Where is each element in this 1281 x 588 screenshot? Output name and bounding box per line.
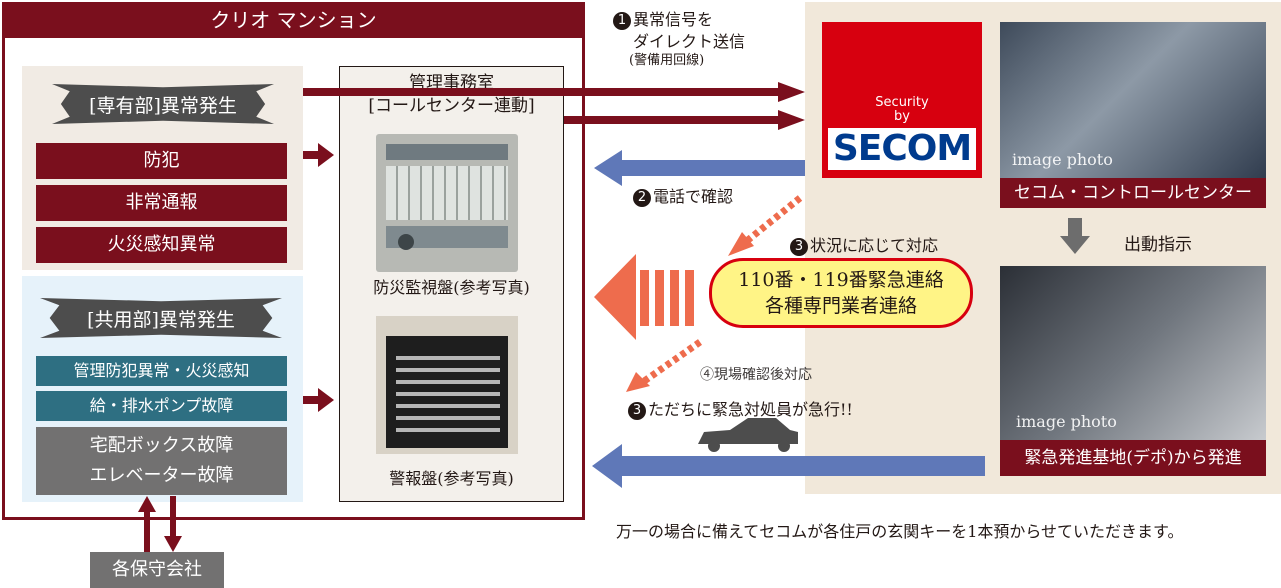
by-text: by xyxy=(894,109,910,124)
private-to-office-arrow xyxy=(303,143,334,167)
step1-number: 1 xyxy=(613,12,631,30)
mansion-title: クリオ マンション xyxy=(2,2,585,38)
dashed-arrowhead-1 xyxy=(728,232,754,256)
elevator-failure: エレベーター故障 xyxy=(89,465,234,486)
step2-text: 電話で確認 xyxy=(653,187,734,206)
secom-logo-text: SECOM xyxy=(828,128,976,170)
common-alert-burst xyxy=(40,298,282,338)
category-management-security: 管理防犯異常・火災感知 xyxy=(36,356,287,386)
step3b-text: ただちに緊急対処員が急行!! xyxy=(648,400,853,419)
emergency-line2: 各種専門業者連絡 xyxy=(764,295,917,317)
image-photo-label-2: image photo xyxy=(1016,412,1117,431)
signal-arrow-lower xyxy=(564,110,805,130)
down-arrow xyxy=(1060,218,1090,254)
common-to-office-arrow xyxy=(303,388,334,412)
footer-note: 万一の場合に備えてセコムが各住戸の玄関キーを1本預からせていただきます。 xyxy=(616,522,1184,541)
emergency-contact-box: 110番・119番緊急連絡 各種専門業者連絡 xyxy=(709,258,973,328)
signal-arrow-upper xyxy=(303,82,805,102)
office-title-line2: [コールセンター連動] xyxy=(368,96,535,116)
security-guard-photo xyxy=(1000,266,1266,444)
step3b-number: 3 xyxy=(628,402,646,420)
category-crime-prevention: 防犯 xyxy=(36,143,287,179)
phone-confirm-arrow xyxy=(594,150,805,186)
dashed-orange-arrows xyxy=(637,195,803,387)
maroon-arrows xyxy=(303,82,805,412)
dispatch-return-arrow xyxy=(592,444,985,488)
security-text: Security xyxy=(875,95,929,110)
category-equipment-failure: 宅配ボックス故障 エレベーター故障 xyxy=(36,427,287,495)
private-alert-heading: [専有部]異常発生 xyxy=(89,95,237,117)
delivery-box-failure: 宅配ボックス故障 xyxy=(89,435,234,456)
emergency-line1: 110番・119番緊急連絡 xyxy=(738,269,944,291)
car-icon xyxy=(698,418,798,452)
step1-line1: 異常信号を xyxy=(633,10,714,29)
private-alert-burst xyxy=(52,84,274,124)
control-center-operator-photo xyxy=(1000,22,1266,182)
maintenance-arrows xyxy=(138,496,182,552)
orange-response-arrow xyxy=(594,254,694,340)
step2-number: 2 xyxy=(633,189,651,207)
control-center-caption: セコム・コントロールセンター xyxy=(1000,178,1266,208)
category-emergency-call: 非常通報 xyxy=(36,185,287,221)
step3a-text: 状況に応じて対応 xyxy=(810,236,939,255)
step4-label: ④現場確認後対応 xyxy=(700,367,812,383)
alarm-panel-photo xyxy=(376,316,518,454)
category-pump-failure: 給・排水ポンプ故障 xyxy=(36,391,287,421)
maintenance-company-box: 各保守会社 xyxy=(90,552,224,588)
step1-line3: (警備用回線) xyxy=(629,53,705,68)
secom-logo-tagline: Security by xyxy=(822,96,982,124)
alarm-panel-caption: 警報盤(参考写真) xyxy=(389,469,514,488)
step3a-number: 3 xyxy=(790,238,808,256)
common-alert-heading: [共用部]異常発生 xyxy=(87,309,235,331)
disaster-monitor-caption: 防災監視盤(参考写真) xyxy=(373,278,530,297)
disaster-monitor-panel-photo xyxy=(376,134,518,272)
dashed-arrowhead-2 xyxy=(626,372,650,392)
blue-arrows xyxy=(592,150,985,488)
dispatch-instruction-label: 出動指示 xyxy=(1124,235,1192,255)
depot-caption: 緊急発進基地(デポ)から発進 xyxy=(1000,440,1266,476)
category-fire-detection: 火災感知異常 xyxy=(36,227,287,263)
step1-line2: ダイレクト送信 xyxy=(633,32,746,51)
image-photo-label-1: image photo xyxy=(1012,150,1113,169)
